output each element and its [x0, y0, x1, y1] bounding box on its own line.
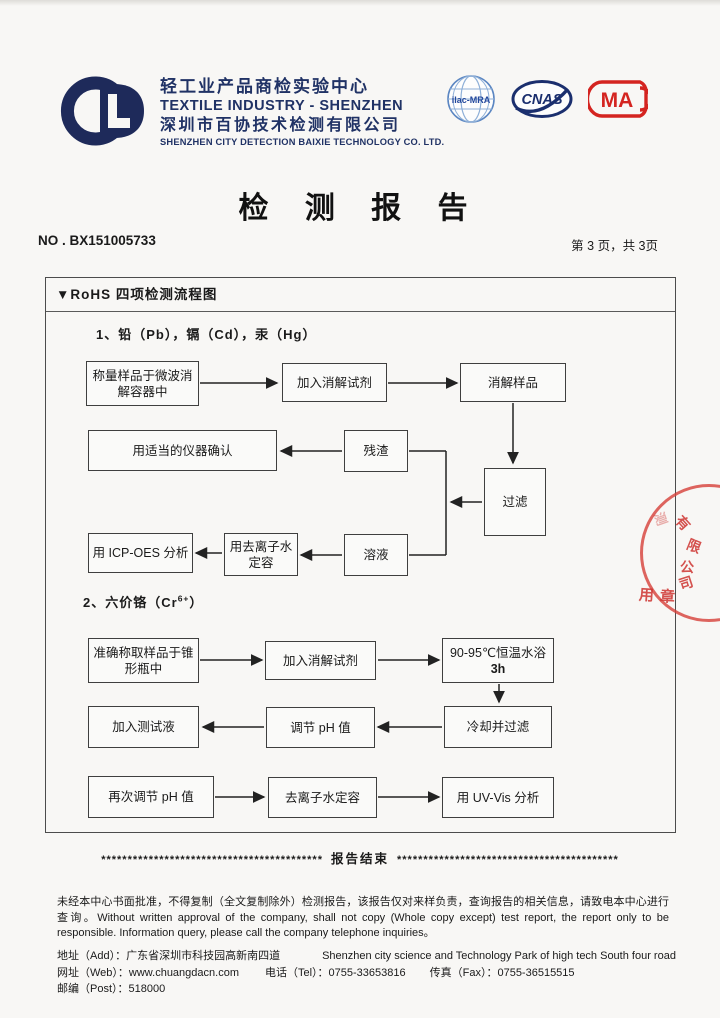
report-end-label: 报告结束 — [330, 852, 389, 866]
flow-step-cool-filter: 冷却并过滤 — [444, 706, 552, 748]
postcode: 邮编（Post）：518000 — [57, 983, 166, 995]
flow-step-solution: 溶液 — [344, 534, 408, 576]
flow-step-residue: 残渣 — [344, 430, 408, 472]
stamp-arc-char: 公 — [679, 558, 695, 576]
website: 网址（Web）：www.chuangdacn.com — [57, 966, 239, 979]
svg-text:CNAS: CNAS — [521, 92, 562, 108]
page-number-info: 第 3 页，共 3页 — [571, 239, 658, 253]
report-end-divider: ****************************************… — [0, 848, 720, 867]
flow-step-dilute-deionized: 用去离子水定容 — [224, 533, 298, 576]
flow-step-add-reagent-2: 加入消解试剂 — [265, 641, 376, 680]
stamp-arc-char: 司 — [676, 573, 696, 593]
part2-label: 2、六价铬（Cr6+） — [83, 593, 204, 610]
water-bath-line1: 90-95℃恒温水浴 — [449, 645, 546, 660]
flow-step-icp-oes-analysis: 用 ICP-OES 分析 — [88, 533, 193, 573]
flow-step-weigh-flask: 准确称取样品于锥形瓶中 — [88, 638, 199, 683]
company-name-en: SHENZHEN CITY DETECTION BAIXIE TECHNOLOG… — [160, 137, 445, 147]
disclaimer-text: 未经本中心书面批准，不得复制（全文复制除外）检测报告，该报告仅对来样负责，查询报… — [57, 896, 669, 939]
address-cn: 地址（Add）：广东省深圳市科技园高新南四道 — [57, 950, 281, 962]
flow-step-digest-sample: 消解样品 — [460, 363, 566, 402]
cnas-badge-icon: CNAS — [511, 80, 573, 118]
org-name-en: TEXTILE INDUSTRY - SHENZHEN — [160, 98, 404, 114]
flow-step-filter: 过滤 — [484, 468, 546, 536]
flow-step-water-bath: 90-95℃恒温水浴 3h — [442, 638, 554, 683]
flow-step-dilute-2: 去离子水定容 — [268, 777, 377, 818]
accreditation-badges: ilac-MRA CNAS MA — [446, 74, 676, 124]
flow-step-weigh-sample: 称量样品于微波消解容器中 — [86, 361, 199, 406]
flow-step-readjust-ph: 再次调节 pH 值 — [88, 776, 214, 818]
report-number: NO . BX151005733 — [38, 233, 156, 248]
flow-step-adjust-ph: 调节 pH 值 — [266, 707, 375, 748]
flow-step-add-reagent-1: 加入消解试剂 — [282, 363, 387, 402]
stamp-arc-char: 限 — [684, 535, 704, 557]
water-bath-line2: 3h — [490, 661, 506, 676]
flow-step-uv-vis-analysis: 用 UV-Vis 分析 — [442, 777, 554, 818]
address-line: 地址（Add）：广东省深圳市科技园高新南四道 Shenzhen city scie… — [57, 948, 677, 965]
flowchart-section-title: ▼RoHS 四项检测流程图 — [46, 278, 675, 312]
company-name-cn: 深圳市百协技术检测有限公司 — [160, 117, 401, 134]
divider-stars-left: ****************************************… — [101, 854, 323, 866]
svg-text:MA: MA — [601, 89, 634, 112]
svg-text:ilac-MRA: ilac-MRA — [452, 95, 491, 105]
cma-badge-icon: MA — [588, 80, 648, 118]
part1-label: 1、铅（Pb），镉（Cd），汞（Hg） — [96, 327, 317, 342]
flow-step-confirm-instrument: 用适当的仪器确认 — [88, 430, 277, 471]
ilac-mra-badge-icon: ilac-MRA — [447, 75, 495, 123]
rohs-flowchart-panel: ▼RoHS 四项检测流程图 1、铅（Pb），镉（Cd），汞（Hg） 2、六价铬（… — [45, 277, 676, 833]
telephone: 电话（Tel）：0755-33653816 — [264, 966, 406, 979]
report-title: 检 测 报 告 — [238, 192, 482, 225]
flow-step-add-test-liquid: 加入测试液 — [88, 706, 199, 748]
flow-arrows — [194, 377, 519, 803]
org-name-cn: 轻工业产品商检实验中心 — [160, 77, 369, 96]
divider-stars-right: ****************************************… — [397, 854, 619, 866]
address-en: Shenzhen city science and Technology Par… — [322, 950, 676, 962]
company-logo-icon — [61, 76, 144, 146]
contact-block: 地址（Add）：广东省深圳市科技园高新南四道 Shenzhen city scie… — [57, 948, 677, 998]
contact-line: 网址（Web）：www.chuangdacn.com 电话（Tel）：0755-3… — [57, 965, 677, 998]
fax: 传真（Fax）：0755-36515515 — [429, 966, 575, 979]
